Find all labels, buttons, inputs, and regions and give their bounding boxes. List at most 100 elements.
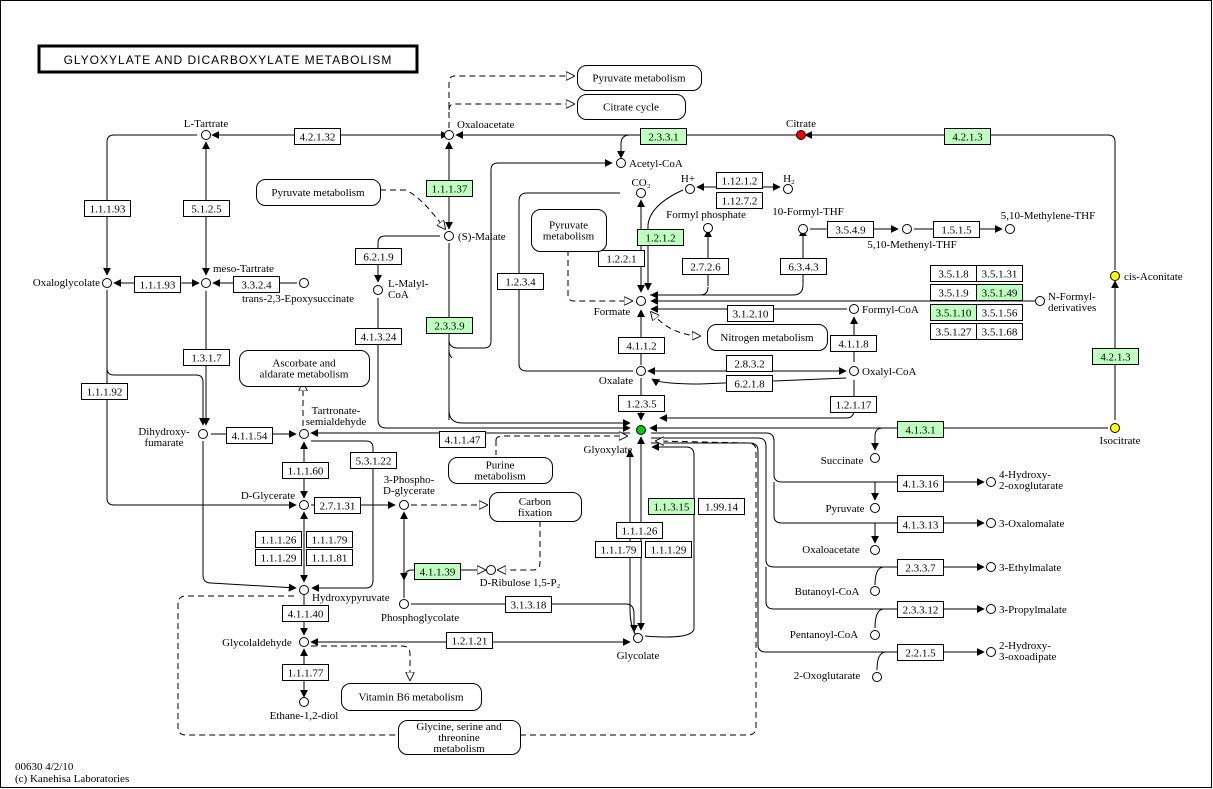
enzyme-3-1-3-18[interactable]: 3.1.3.18 xyxy=(505,596,552,613)
compound-cis-aconitate[interactable]: cis-Aconitate xyxy=(1110,271,1183,283)
compound-methylene-thf[interactable]: 5,10-Methylene-THF xyxy=(1001,210,1095,234)
enzyme-4-1-1-40[interactable]: 4.1.1.40 xyxy=(282,605,329,622)
enzyme-5-3-1-22[interactable]: 5.3.1.22 xyxy=(350,452,397,469)
compound-node[interactable] xyxy=(201,278,211,288)
compound-3-phospho-d-glycerate[interactable]: 3-Phospho-D-glycerate xyxy=(383,474,435,510)
enzyme-1-12-1-2[interactable]: 1.12.1.2 xyxy=(716,172,763,189)
enzyme-2-3-3-7[interactable]: 2.3.3.7 xyxy=(897,559,944,576)
enzyme-1-2-2-1[interactable]: 1.2.2.1 xyxy=(598,250,645,267)
compound-glycolaldehyde[interactable]: Glycolaldehyde xyxy=(222,637,309,649)
enzyme-4-1-1-47[interactable]: 4.1.1.47 xyxy=(439,431,486,448)
enzyme-1-2-1-2[interactable]: 1.2.1.2 xyxy=(637,229,684,246)
compound-oxaloacetate-2[interactable]: Oxaloacetate xyxy=(802,544,880,556)
compound-node[interactable] xyxy=(986,647,996,657)
enzyme-2-3-3-9[interactable]: 2.3.3.9 xyxy=(426,317,473,334)
enzyme-4-1-1-39[interactable]: 4.1.1.39 xyxy=(414,563,461,580)
compound-s-malate[interactable]: (S)-Malate xyxy=(444,231,506,243)
enzyme-3-5-1-56[interactable]: 3.5.1.56 xyxy=(976,304,1023,321)
compound-3-ethylmalate[interactable]: 3-Ethylmalate xyxy=(986,562,1062,574)
compound-node[interactable] xyxy=(299,585,309,595)
pathway-nitrogen-metabolism[interactable]: Nitrogen metabolism xyxy=(707,324,828,351)
enzyme-1-1-1-37[interactable]: 1.1.1.37 xyxy=(426,180,473,197)
enzyme-1-1-1-60[interactable]: 1.1.1.60 xyxy=(282,462,329,479)
enzyme-1-2-3-4[interactable]: 1.2.3.4 xyxy=(497,273,544,290)
compound-formyl-phosphate[interactable]: Formyl phosphate xyxy=(666,209,746,233)
enzyme-6-3-4-3[interactable]: 6.3.4.3 xyxy=(780,258,827,275)
compound-node[interactable] xyxy=(986,477,996,487)
compound-node[interactable] xyxy=(870,503,880,513)
compound-oxaloacetate[interactable]: Oxaloacetate xyxy=(444,119,515,140)
compound-node[interactable] xyxy=(870,545,880,555)
compound-node[interactable] xyxy=(636,425,646,435)
compound-node[interactable] xyxy=(201,130,211,140)
compound-node[interactable] xyxy=(870,586,880,596)
compound-node[interactable] xyxy=(796,130,806,140)
compound-d-ribulose-15-p2[interactable]: D-Ribulose 1,5-P₂ xyxy=(480,565,561,590)
compound-oxalyl-coa[interactable]: Oxalyl-CoA xyxy=(849,366,917,378)
compound-tartronate-semialdehyde[interactable]: Tartronate-semialdehyde xyxy=(299,405,367,439)
compound-l-malyl-coa[interactable]: L-Malyl-CoA xyxy=(373,278,429,301)
compound-phosphoglycolate[interactable]: Phosphoglycolate xyxy=(381,599,459,625)
compound-node[interactable] xyxy=(299,278,309,288)
compound-node[interactable] xyxy=(299,500,309,510)
compound-dihydroxyfumarate[interactable]: Dihydroxy-fumarate xyxy=(138,426,208,449)
enzyme-2-7-1-31[interactable]: 2.7.1.31 xyxy=(314,497,361,514)
pathway-pyruvate-metabolism-top[interactable]: Pyruvate metabolism xyxy=(577,65,702,91)
compound-acetyl-coa[interactable]: Acetyl-CoA xyxy=(616,158,683,170)
enzyme-6-2-1-9[interactable]: 6.2.1.9 xyxy=(355,248,402,265)
pathway-vitamin-b6[interactable]: Vitamin B6 metabolism xyxy=(341,683,482,711)
compound-pyruvate[interactable]: Pyruvate xyxy=(825,503,880,515)
enzyme-1-1-1-79b[interactable]: 1.1.1.79 xyxy=(595,541,642,558)
compound-glyoxylate[interactable]: Glyoxylate xyxy=(584,425,646,457)
compound-node[interactable] xyxy=(902,224,912,234)
enzyme-1-1-1-26[interactable]: 1.1.1.26 xyxy=(255,531,302,548)
compound-node[interactable] xyxy=(986,518,996,528)
pathway-pyruvate-metabolism-left[interactable]: Pyruvate metabolism xyxy=(256,179,381,206)
compound-node[interactable] xyxy=(102,278,112,288)
compound-glycolate[interactable]: Glycolate xyxy=(617,633,660,663)
enzyme-3-5-1-49[interactable]: 3.5.1.49 xyxy=(976,284,1023,301)
compound-methenyl-thf[interactable]: 5,10-Methenyl-THF xyxy=(867,224,957,252)
compound-node[interactable] xyxy=(636,366,646,376)
compound-node[interactable] xyxy=(1035,296,1045,306)
compound-node[interactable] xyxy=(783,184,793,194)
enzyme-1-1-3-15[interactable]: 1.1.3.15 xyxy=(648,498,695,515)
enzyme-2-8-3-2[interactable]: 2.8.3.2 xyxy=(726,355,773,372)
enzyme-4-2-1-32[interactable]: 4.2.1.32 xyxy=(294,128,341,145)
compound-node[interactable] xyxy=(1110,271,1120,281)
compound-node[interactable] xyxy=(444,130,454,140)
enzyme-1-99-14[interactable]: 1.99.14 xyxy=(698,498,745,515)
pathway-citrate-cycle[interactable]: Citrate cycle xyxy=(577,94,686,120)
enzyme-4-2-1-3b[interactable]: 4.2.1.3 xyxy=(1092,348,1139,365)
compound-oxalate[interactable]: Oxalate xyxy=(599,366,646,388)
compound-succinate[interactable]: Succinate xyxy=(821,453,880,468)
enzyme-1-2-3-5[interactable]: 1.2.3.5 xyxy=(618,395,665,412)
enzyme-4-1-1-54[interactable]: 4.1.1.54 xyxy=(226,427,273,444)
compound-node[interactable] xyxy=(849,304,859,314)
enzyme-4-1-3-24[interactable]: 4.1.3.24 xyxy=(355,328,402,345)
compound-node[interactable] xyxy=(486,565,496,575)
compound-2-hydroxy-3-oxoadipate[interactable]: 2-Hydroxy-3-oxoadipate xyxy=(986,640,1057,663)
compound-formyl-coa[interactable]: Formyl-CoA xyxy=(849,304,919,316)
enzyme-1-12-7-2[interactable]: 1.12.7.2 xyxy=(716,192,763,209)
compound-node[interactable] xyxy=(616,158,626,168)
compound-node[interactable] xyxy=(373,285,383,295)
compound-4-hydroxy-2-oxoglutarate[interactable]: 4-Hydroxy-2-oxoglutarate xyxy=(986,469,1064,492)
compound-node[interactable] xyxy=(399,599,409,609)
compound-node[interactable] xyxy=(198,429,208,439)
enzyme-3-5-1-10[interactable]: 3.5.1.10 xyxy=(930,304,977,321)
compound-node[interactable] xyxy=(703,223,713,233)
enzyme-2-3-3-1[interactable]: 2.3.3.1 xyxy=(640,128,687,145)
enzyme-1-1-1-26b[interactable]: 1.1.1.26 xyxy=(616,522,663,539)
compound-pentanoyl-coa[interactable]: Pentanoyl-CoA xyxy=(790,629,880,641)
compound-10-formyl-thf[interactable]: 10-Formyl-THF xyxy=(772,206,844,234)
enzyme-2-7-2-6[interactable]: 2.7.2.6 xyxy=(682,258,729,275)
enzyme-4-1-3-13[interactable]: 4.1.3.13 xyxy=(897,516,944,533)
enzyme-3-5-1-9[interactable]: 3.5.1.9 xyxy=(930,284,977,301)
compound-oxaloglycolate[interactable]: Oxaloglycolate xyxy=(33,277,112,289)
compound-meso-tartrate[interactable]: meso-Tartrate xyxy=(201,263,275,288)
enzyme-1-1-1-29b[interactable]: 1.1.1.29 xyxy=(645,541,692,558)
compound-node[interactable] xyxy=(636,296,646,306)
